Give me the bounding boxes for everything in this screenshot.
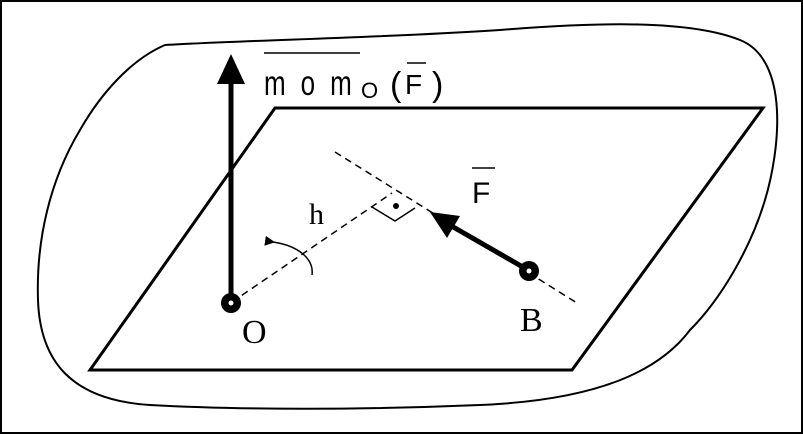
force-vector-head [430, 212, 460, 238]
plane [87, 106, 766, 372]
point-o-label: O [242, 314, 267, 351]
moment-label-arg: F [405, 69, 422, 100]
force-label: F [472, 177, 490, 210]
rotation-arrow [264, 235, 313, 276]
lever-arm-h [231, 192, 393, 303]
moment-label-paren-open: ( [390, 66, 402, 104]
body-outline [36, 23, 779, 410]
right-angle-dot [393, 203, 399, 209]
force-vector-shaft [446, 221, 530, 273]
point-b-label: B [520, 302, 543, 339]
point-b-marker-center [526, 268, 532, 274]
lever-arm-label: h [309, 198, 324, 231]
right-angle-marker [371, 206, 416, 222]
moment-label-subscript: O [361, 78, 378, 103]
moment-label-paren-close: ) [432, 66, 443, 104]
moment-vector-head [217, 54, 245, 84]
moment-label-main: mom [264, 63, 367, 103]
point-o-marker-center [228, 300, 234, 306]
